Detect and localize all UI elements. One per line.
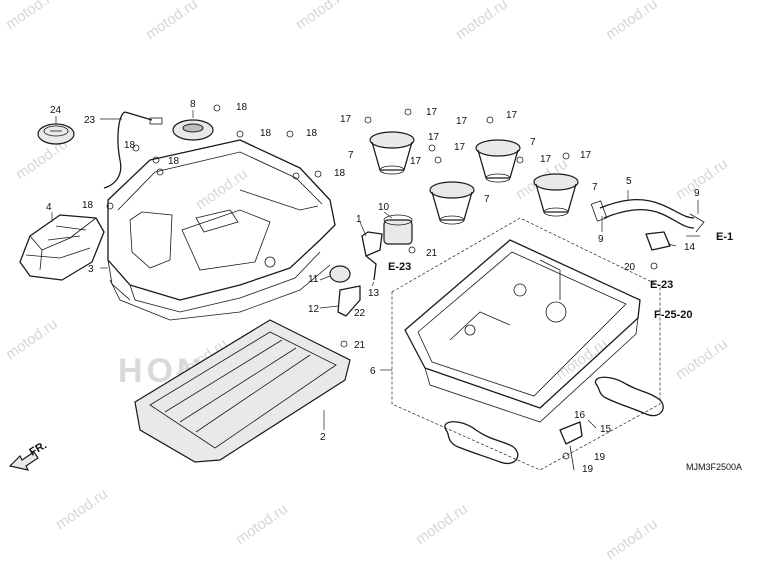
part-label-7: 7 [484,194,490,205]
part-label-17: 17 [456,116,468,127]
hose-part-5-outline [603,208,695,229]
part-label-21: 21 [354,340,366,351]
watermark-text: motod.ru [453,0,511,43]
part-label-7: 7 [348,150,354,161]
watermark-text: motod.ru [3,0,61,33]
part-label-15: 15 [600,424,612,435]
watermark-text: motod.ru [603,515,661,563]
watermark-text: motod.ru [293,0,351,33]
valve-part-12 [337,285,361,317]
part-label-2: 2 [320,432,326,443]
part-label-19: 19 [582,464,594,475]
tube-part-13 [365,255,377,281]
watermark-text: motod.ru [553,335,611,383]
part-label-17: 17 [428,132,440,143]
part-label-6: 6 [370,366,376,377]
watermark-text: motod.ru [3,315,61,363]
leader-lines [51,110,700,430]
diagram-code: MJM3F2500A [686,462,742,472]
part-label-5: 5 [626,176,632,187]
part-label-17: 17 [580,150,592,161]
funnel-part-7-a [369,131,415,175]
watermark-text: motod.ru [143,0,201,43]
lower-case-frame [391,217,661,471]
lower-case-part-6 [404,239,641,423]
cap-part-24 [37,123,75,145]
part-label-13: 13 [368,288,380,299]
part-label-9: 9 [598,234,604,245]
part-label-17: 17 [540,154,552,165]
bracket-part-1 [361,231,383,257]
part-label-1: 1 [356,214,362,225]
part-label-18: 18 [260,128,272,139]
seal-ring-right [594,376,664,417]
part-label-10: 10 [378,202,390,213]
part-label-17: 17 [410,156,422,167]
funnel-part-7-b [475,139,521,183]
sensor-part-16 [559,421,583,445]
cap-part-11 [329,265,351,283]
seal-ring-left [444,421,519,465]
part-label-11: 11 [308,274,319,285]
breather-hose-end [124,111,153,121]
ref-label-e23-left: E-23 [388,261,411,273]
bolt-part-19 [569,445,575,471]
front-arrow-label: FR. [28,439,49,458]
hose-part-5 [599,198,695,219]
part-label-18: 18 [124,140,136,151]
part-label-3: 3 [88,264,94,275]
intake-duct-part-4 [19,214,105,281]
part-label-17: 17 [340,114,352,125]
part-label-22: 22 [354,308,366,319]
watermark-text: motod.ru [193,165,251,213]
part-label-18: 18 [82,200,94,211]
part-label-12: 12 [308,304,320,315]
part-label-7: 7 [592,182,598,193]
air-cleaner-housing [107,139,336,313]
reference-labels: E-1 E-23 E-23 F-25-20 [388,231,733,321]
part-label-17: 17 [506,110,518,121]
watermark-text: motod.ru [673,155,731,203]
watermark-text: motod.ru [673,335,731,383]
grommet-part-8 [172,119,214,141]
part-label-24: 24 [50,105,62,116]
ref-label-f25-20: F-25-20 [654,309,693,321]
part-label-4: 4 [46,202,52,213]
watermark-text: motod.ru [233,500,291,548]
housing-seal [109,264,331,321]
screws [106,104,658,460]
breather-hose-part-23 [103,111,126,189]
sensor-part-14 [645,231,671,251]
part-label-20: 20 [624,262,636,273]
funnel-part-7-c [429,181,475,225]
part-label-14: 14 [684,242,696,253]
ref-label-e1: E-1 [716,231,733,243]
part-label-21: 21 [426,248,438,259]
sensor-part-10 [383,214,413,245]
watermark-text: motod.ru [53,485,111,533]
part-label-19: 19 [594,452,606,463]
ref-label-e23-right: E-23 [650,279,673,291]
hose-clamp-part-9-b [689,213,705,233]
part-label-16: 16 [574,410,586,421]
part-label-18: 18 [334,168,346,179]
part-label-7: 7 [530,137,536,148]
part-number-labels: 24 23 8 18 18 18 18 18 18 18 4 3 2 6 17 … [46,99,700,475]
air-element-part-2 [134,319,351,463]
front-arrow: FR. [8,439,49,471]
part-label-18: 18 [306,128,318,139]
watermark-text: motod.ru [603,0,661,43]
part-label-18: 18 [236,102,248,113]
part-label-17: 17 [426,107,438,118]
funnel-part-7-d [533,173,579,217]
hose-clamp [149,117,163,125]
watermark-text: motod.ru [413,500,471,548]
part-label-17: 17 [454,142,466,153]
part-label-9: 9 [694,188,700,199]
part-label-8: 8 [190,99,196,110]
part-label-23: 23 [84,115,96,126]
part-label-18: 18 [168,156,180,167]
